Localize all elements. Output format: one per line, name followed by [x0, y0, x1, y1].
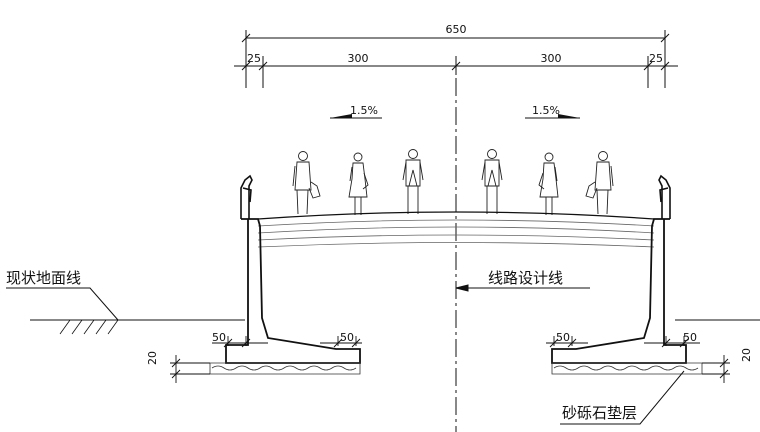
pedestrian-figure [586, 151, 613, 215]
dim-gravel-right: 20 [740, 348, 753, 362]
dim-left-edge: 25 [247, 52, 261, 65]
left-footing-dimensions [170, 336, 362, 383]
pedestrian-figure [403, 149, 423, 215]
design-line-leader [456, 285, 590, 291]
dim-total: 650 [446, 23, 467, 36]
dim-footing-left-a: 50 [212, 331, 226, 344]
pedestrian-figure [539, 152, 558, 215]
pedestrian-figure [293, 151, 320, 215]
pedestrian-figures [293, 149, 613, 216]
existing-ground-label: 现状地面线 [6, 269, 81, 287]
right-gravel [552, 363, 702, 374]
slope-left-label: 1.5% [350, 104, 378, 117]
left-railing [241, 176, 252, 219]
slope-arrow-left [330, 114, 382, 118]
ground-hatching [60, 320, 118, 334]
gravel-cushion-label: 砂砾石垫层 [562, 404, 637, 422]
existing-ground-line [6, 288, 760, 334]
dim-left-half: 300 [348, 52, 369, 65]
right-footing-dimensions [546, 336, 730, 383]
top-dimensions [234, 30, 678, 88]
dim-footing-right-b: 50 [683, 331, 697, 344]
left-abutment [226, 219, 360, 363]
gravel-label-leader [560, 371, 684, 424]
pedestrian-figure [482, 149, 502, 215]
slope-right-label: 1.5% [532, 104, 560, 117]
dim-footing-left-b: 50 [340, 331, 354, 344]
design-line-label: 线路设计线 [488, 269, 563, 287]
pedestrian-figure [349, 152, 368, 215]
dim-right-half: 300 [541, 52, 562, 65]
dim-gravel-left: 20 [146, 351, 159, 365]
slope-arrow-right [525, 114, 580, 118]
bridge-deck [258, 212, 654, 247]
dim-right-edge: 25 [649, 52, 663, 65]
dim-footing-right-a: 50 [556, 331, 570, 344]
right-railing [659, 176, 670, 219]
left-gravel [210, 363, 360, 374]
